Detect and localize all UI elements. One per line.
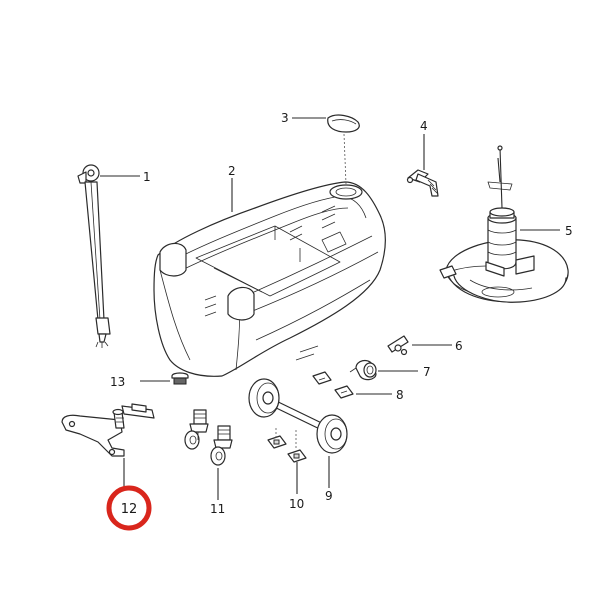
part-4-latch[interactable]	[406, 169, 439, 197]
part-10-clips[interactable]	[267, 428, 307, 463]
label-13: 13	[110, 375, 125, 389]
part-13-foot[interactable]	[171, 372, 189, 385]
label-4: 4	[420, 119, 428, 133]
part-1-rod[interactable]	[77, 164, 111, 348]
label-3: 3	[281, 111, 289, 125]
label-7: 7	[423, 365, 431, 379]
part-2-tank-body[interactable]	[153, 181, 386, 377]
part-6-fitting[interactable]	[387, 335, 409, 356]
label-11: 11	[210, 502, 225, 516]
label-12: 12	[121, 502, 138, 517]
label-2: 2	[228, 164, 236, 178]
part-11-casters[interactable]	[184, 409, 233, 466]
label-6: 6	[455, 339, 463, 353]
part-8-brackets[interactable]	[312, 371, 354, 399]
label-8: 8	[396, 388, 404, 402]
label-10: 10	[289, 497, 304, 511]
highlight-ring-12	[106, 485, 152, 531]
part-9-wheels[interactable]	[248, 378, 348, 454]
part-3-cap[interactable]	[327, 114, 360, 133]
label-9: 9	[325, 489, 333, 503]
part-7-valve[interactable]	[349, 359, 377, 381]
label-1: 1	[143, 170, 151, 184]
part-5-motor[interactable]	[439, 145, 569, 303]
label-5: 5	[565, 224, 573, 238]
part-12-bracket[interactable]	[61, 403, 155, 457]
